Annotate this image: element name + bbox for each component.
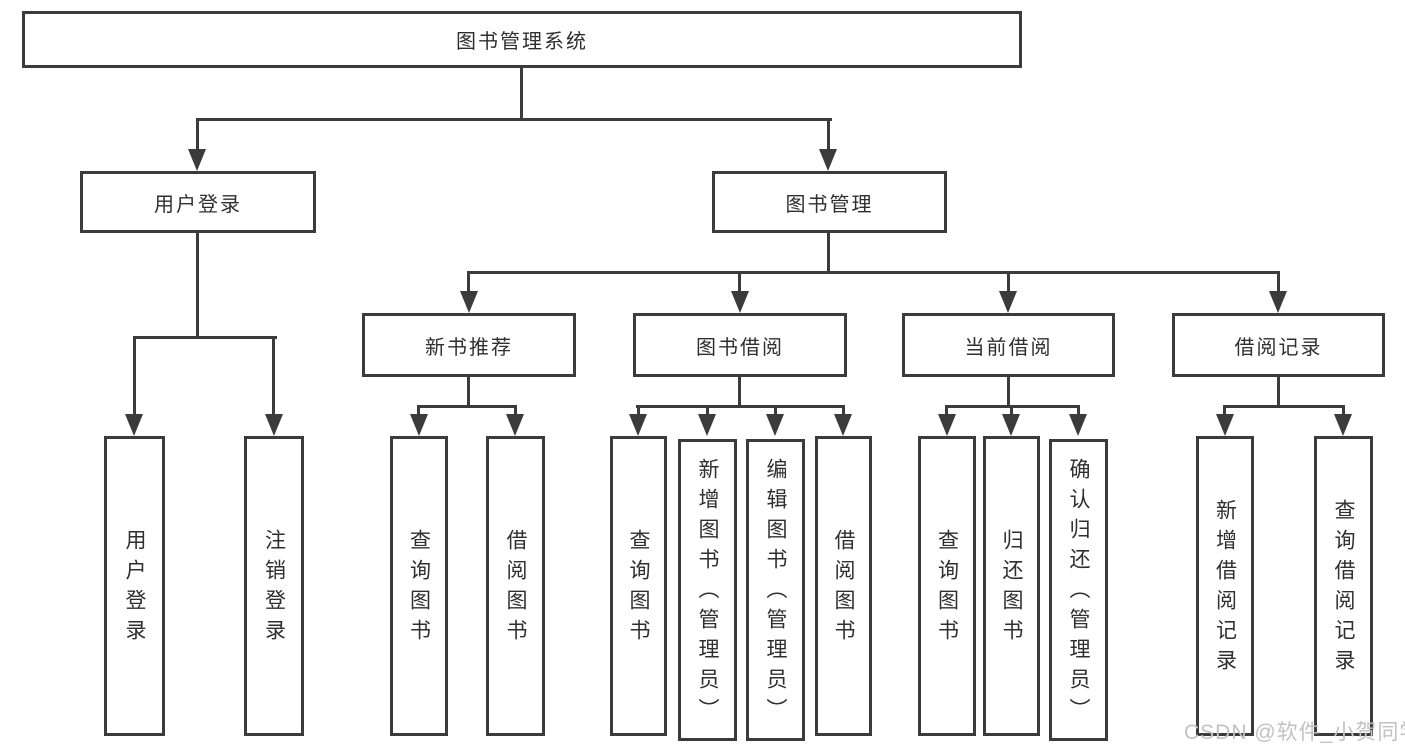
node-new-book-rec: 新书推荐 <box>362 313 576 377</box>
connector-drop-login-leaf <box>133 336 136 414</box>
leaf-rec-query-record: 查询借阅记录 <box>1314 436 1373 736</box>
connector-root-trunk <box>520 68 523 120</box>
arrowhead-book-mgmt <box>819 149 837 171</box>
arrowhead-current <box>999 291 1017 313</box>
arrowhead-rec-query <box>1334 414 1352 436</box>
connector-drop-bb-query <box>637 405 640 414</box>
node-book-mgmt: 图书管理 <box>712 171 947 233</box>
connector-drop-cb-return <box>1010 405 1013 414</box>
connector-drop-records <box>1277 271 1280 291</box>
node-borrowing-records: 借阅记录 <box>1172 313 1385 377</box>
connector-drop-bb-borrow <box>842 405 845 414</box>
node-current-borrowing: 当前借阅 <box>902 313 1115 377</box>
connector-userlogin-trunk <box>196 233 199 338</box>
connector-drop-user-login <box>196 118 199 150</box>
node-book-management-system: 图书管理系统 <box>22 11 1022 68</box>
leaf-user-login: 用户登录 <box>104 436 165 736</box>
arrowhead-bb-edit <box>766 414 784 436</box>
leaf-cb-return-books: 归还图书 <box>983 436 1040 736</box>
connector-newrec-branch <box>417 405 517 408</box>
node-user-login: 用户登录 <box>80 171 316 233</box>
arrowhead-new-rec <box>460 291 478 313</box>
connector-drop-rec-add <box>1223 405 1226 414</box>
connector-drop-logout-leaf <box>272 336 275 414</box>
arrowhead-cb-return <box>1002 414 1020 436</box>
leaf-bb-edit-books-admin: 编辑图书（管理员） <box>746 439 805 741</box>
connector-drop-new-rec <box>467 271 470 291</box>
leaf-bb-query-books: 查询图书 <box>610 436 667 736</box>
connector-borrowing-branch <box>636 405 845 408</box>
arrowhead-borrowing <box>731 291 749 313</box>
connector-borrowing-trunk <box>738 377 741 407</box>
arrowhead-cb-confirm <box>1069 414 1087 436</box>
connector-drop-bb-edit <box>774 405 777 414</box>
connector-records-trunk <box>1277 377 1280 407</box>
leaf-rec-add-record: 新增借阅记录 <box>1196 436 1254 736</box>
arrowhead-bb-query <box>629 414 647 436</box>
leaf-cb-query-books: 查询图书 <box>918 436 976 736</box>
connector-drop-book-mgmt <box>827 118 830 150</box>
connector-userlogin-branch <box>133 336 277 339</box>
connector-drop-rec-query <box>1342 405 1345 414</box>
connector-drop-nr-borrow <box>514 405 517 414</box>
connector-drop-cb-query <box>945 405 948 414</box>
leaf-bb-borrow-books: 借阅图书 <box>815 436 872 736</box>
csdn-watermark: CSDN @软件_小贺同学 <box>1184 721 1405 744</box>
connector-bookmgmt-trunk <box>827 233 830 274</box>
arrowhead-bb-borrow <box>834 414 852 436</box>
leaf-nr-query-books: 查询图书 <box>390 436 448 736</box>
arrowhead-login-leaf <box>125 414 143 436</box>
connector-newrec-trunk <box>467 377 470 407</box>
arrowhead-rec-add <box>1216 414 1234 436</box>
connector-root-branch <box>196 118 832 121</box>
arrowhead-bb-add <box>698 414 716 436</box>
arrowhead-nr-query <box>410 414 428 436</box>
arrowhead-nr-borrow <box>506 414 524 436</box>
connector-drop-current <box>1007 271 1010 291</box>
connector-drop-cb-confirm <box>1077 405 1080 414</box>
arrowhead-cb-query <box>938 414 956 436</box>
arrowhead-logout-leaf <box>265 414 283 436</box>
arrowhead-user-login <box>188 149 206 171</box>
arrowhead-records <box>1269 291 1287 313</box>
leaf-logout: 注销登录 <box>244 436 304 736</box>
node-book-borrowing: 图书借阅 <box>633 313 847 377</box>
connector-current-trunk <box>1007 377 1010 407</box>
connector-drop-borrowing <box>738 271 741 291</box>
connector-records-branch <box>1223 405 1345 408</box>
leaf-bb-add-books-admin: 新增图书（管理员） <box>678 439 737 741</box>
connector-drop-bb-add <box>706 405 709 414</box>
leaf-cb-confirm-return-admin: 确认归还（管理员） <box>1049 439 1108 741</box>
leaf-nr-borrow-books: 借阅图书 <box>486 436 545 736</box>
connector-drop-nr-query <box>417 405 420 414</box>
connector-bookmgmt-branch <box>467 271 1279 274</box>
